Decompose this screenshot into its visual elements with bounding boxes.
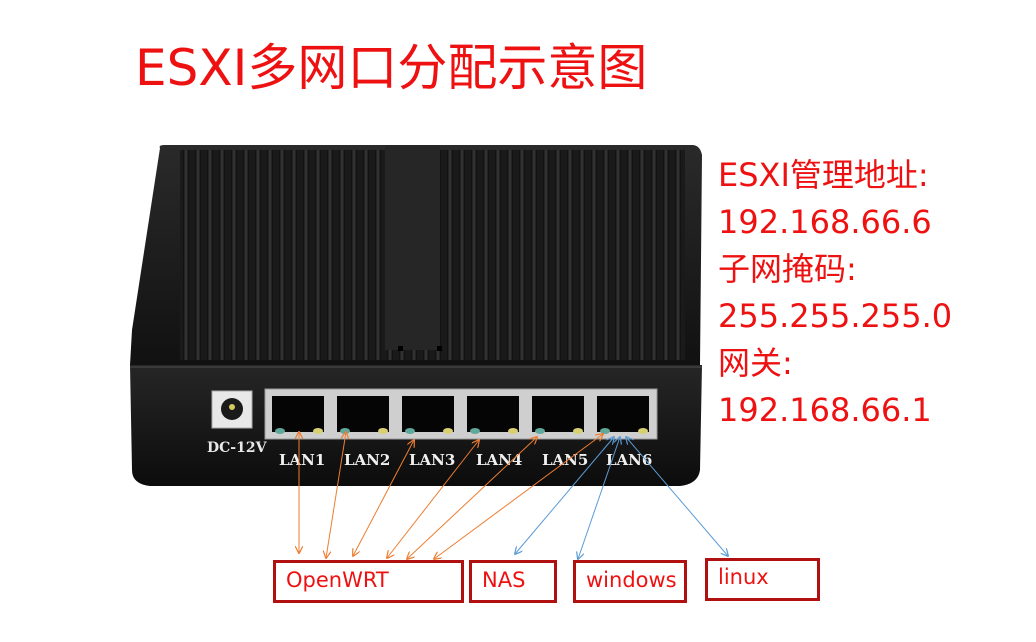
target-box-openwrt: OpenWRT — [273, 560, 464, 603]
lan-port-4[interactable] — [467, 396, 519, 434]
network-info: ESXI管理地址: 192.168.66.6 子网掩码: 255.255.255… — [718, 152, 952, 434]
dc-power-jack — [211, 390, 253, 429]
lan-label-2: LAN2 — [344, 451, 390, 469]
lan-label-4: LAN4 — [476, 451, 522, 469]
lan-ports — [272, 396, 649, 434]
page-title: ESXI多网口分配示意图 — [135, 39, 648, 97]
lan-port-5[interactable] — [532, 396, 584, 434]
heatsink — [130, 145, 702, 365]
target-box-nas: NAS — [469, 560, 557, 603]
subnet-mask-label: 子网掩码: — [718, 250, 857, 288]
lan-port-3[interactable] — [402, 396, 454, 434]
mgmt-address-label: ESXI管理地址: — [718, 156, 929, 194]
gateway-label: 网关: — [718, 344, 793, 382]
lan-port-6[interactable] — [597, 396, 649, 434]
subnet-mask-value: 255.255.255.0 — [718, 297, 953, 335]
dc-power-label: DC-12V — [207, 440, 268, 456]
mgmt-address-value: 192.168.66.6 — [718, 203, 932, 241]
lan-label-5: LAN5 — [542, 451, 588, 469]
gateway-value: 192.168.66.1 — [718, 391, 932, 429]
lan-label-3: LAN3 — [409, 451, 455, 469]
target-box-windows: windows — [573, 560, 687, 603]
target-box-linux: linux — [705, 558, 820, 601]
lan-port-1[interactable] — [272, 396, 324, 434]
lan-port-2[interactable] — [337, 396, 389, 434]
lan-label-1: LAN1 — [279, 451, 325, 469]
vm-arrows — [515, 437, 728, 559]
